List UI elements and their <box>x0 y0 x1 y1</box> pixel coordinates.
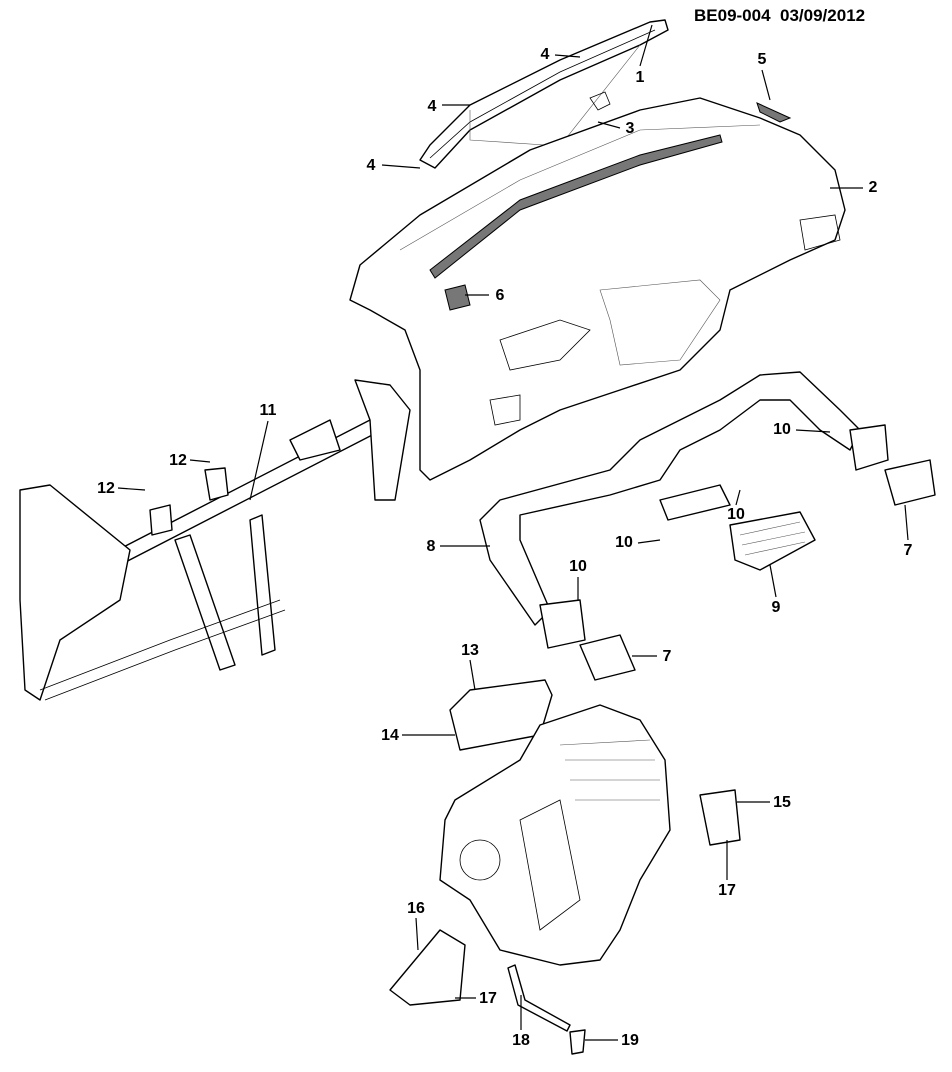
glove-box-duct <box>449 679 553 751</box>
air-vents <box>579 459 936 681</box>
callout-4: 4 <box>540 46 550 63</box>
callout-15: 15 <box>773 794 791 811</box>
drain-hose <box>507 964 571 1032</box>
callout-6: 6 <box>495 287 505 304</box>
callout-19: 19 <box>621 1032 639 1049</box>
callout-14: 14 <box>381 727 399 744</box>
callout-11: 11 <box>259 402 277 419</box>
callout-10: 10 <box>615 534 633 551</box>
callout-10: 10 <box>569 558 587 575</box>
diagram-reference-header: BE09-004 03/09/2012 <box>694 6 865 26</box>
leader-lines <box>117 24 909 1041</box>
callout-3: 3 <box>625 120 635 137</box>
callout-4: 4 <box>366 157 376 174</box>
clip-19 <box>569 1029 586 1055</box>
callout-18: 18 <box>512 1032 530 1049</box>
callout-7: 7 <box>903 542 913 559</box>
air-duct <box>479 371 889 649</box>
callout-5: 5 <box>757 51 767 68</box>
callout-17: 17 <box>479 990 497 1007</box>
hvac-module <box>439 704 671 966</box>
callout-8: 8 <box>426 538 436 555</box>
callout-12: 12 <box>97 480 115 497</box>
callout-2: 2 <box>868 179 878 196</box>
callout-10: 10 <box>727 506 745 523</box>
callout-17: 17 <box>718 882 736 899</box>
diagram-date: 03/09/2012 <box>780 6 866 25</box>
callout-10: 10 <box>773 421 791 438</box>
callout-1: 1 <box>635 69 645 86</box>
callout-4: 4 <box>427 98 437 115</box>
instrument-panel <box>349 91 846 481</box>
callout-12: 12 <box>169 452 187 469</box>
diagram-code: BE09-004 <box>694 6 771 25</box>
defroster-grille <box>419 19 669 169</box>
callout-9: 9 <box>771 599 781 616</box>
cross-car-beam <box>19 379 411 701</box>
callout-7: 7 <box>662 648 672 665</box>
callout-13: 13 <box>461 642 479 659</box>
duct-15 <box>699 789 741 846</box>
callout-16: 16 <box>407 900 425 917</box>
duct-16 <box>389 929 466 1006</box>
